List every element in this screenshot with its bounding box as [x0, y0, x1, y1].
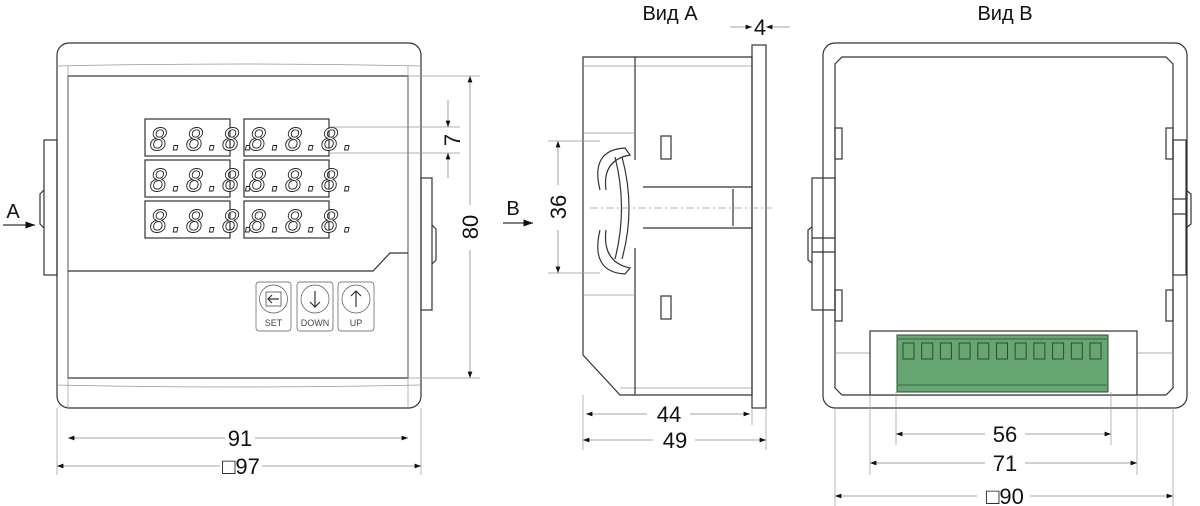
set-button[interactable]: SET [255, 281, 292, 332]
side-flange [751, 44, 767, 409]
terminal-block [896, 334, 1109, 393]
arrow-down-icon [309, 291, 321, 308]
display-5: 8.8.8. [150, 205, 258, 240]
terminal-screw [1033, 342, 1046, 360]
back-body [822, 42, 1188, 409]
down-button[interactable]: DOWN [296, 281, 334, 332]
up-label: UP [350, 318, 363, 328]
panel-width-dim: 91 [228, 426, 252, 451]
back-inner [834, 56, 1174, 396]
terminal-screw [1070, 342, 1083, 360]
terminal-screw [921, 342, 934, 360]
left-clip [43, 139, 58, 276]
terminal-screw [996, 342, 1008, 360]
terminal-screw [902, 342, 915, 360]
body-depth-dim: 44 [657, 402, 681, 427]
panel-divider [68, 252, 408, 272]
display-1: 8.8.8. [150, 123, 258, 158]
digit-height-dim: 7 [440, 134, 465, 146]
terminal-block-dim: 56 [993, 422, 1017, 447]
flange-dim: 4 [754, 15, 766, 40]
panel-height-dim: 80 [458, 215, 483, 239]
set-label: SET [265, 318, 283, 328]
arrow-left-icon [265, 291, 282, 307]
terminal-screw [1052, 342, 1065, 360]
display-3: 8.8.8. [150, 164, 258, 199]
terminal-screw [939, 342, 952, 360]
side-view: Вид А B 36 4 44 49 [503, 3, 790, 453]
back-view-title: Вид В [977, 3, 1032, 25]
side-body [582, 56, 753, 396]
total-depth-dim: 49 [663, 428, 687, 453]
display-6: 8.8.8. [249, 205, 357, 240]
terminal-frame-dim: 71 [993, 451, 1017, 476]
body-width-dim: □90 [986, 484, 1024, 506]
display-2: 8.8.8. [249, 123, 357, 158]
back-view: Вид В 56 71 □90 [807, 3, 1192, 506]
clamp-dim: 36 [546, 195, 571, 219]
view-b-label: B [506, 198, 519, 220]
bezel-dim: □97 [222, 454, 260, 479]
terminal-screw [977, 342, 990, 360]
right-clip [420, 177, 433, 311]
arrow-up-icon [350, 290, 362, 307]
terminal-screw [958, 342, 971, 360]
side-view-title: Вид А [642, 3, 698, 25]
display-4: 8.8.8. [249, 164, 357, 199]
view-a-label: A [6, 201, 20, 223]
terminal-screw [1014, 342, 1027, 360]
down-label: DOWN [301, 318, 330, 328]
display-grid: 8.8.8. 8.8.8. 8.8.8. 8.8.8. 8.8.8. 8.8.8… [144, 118, 358, 240]
front-view: 8.8.8. 8.8.8. 8.8.8. 8.8.8. 8.8.8. 8.8.8… [3, 42, 483, 479]
mounting-clamp [590, 147, 772, 275]
up-button[interactable]: UP [337, 281, 375, 332]
terminal-screw [1089, 342, 1102, 360]
